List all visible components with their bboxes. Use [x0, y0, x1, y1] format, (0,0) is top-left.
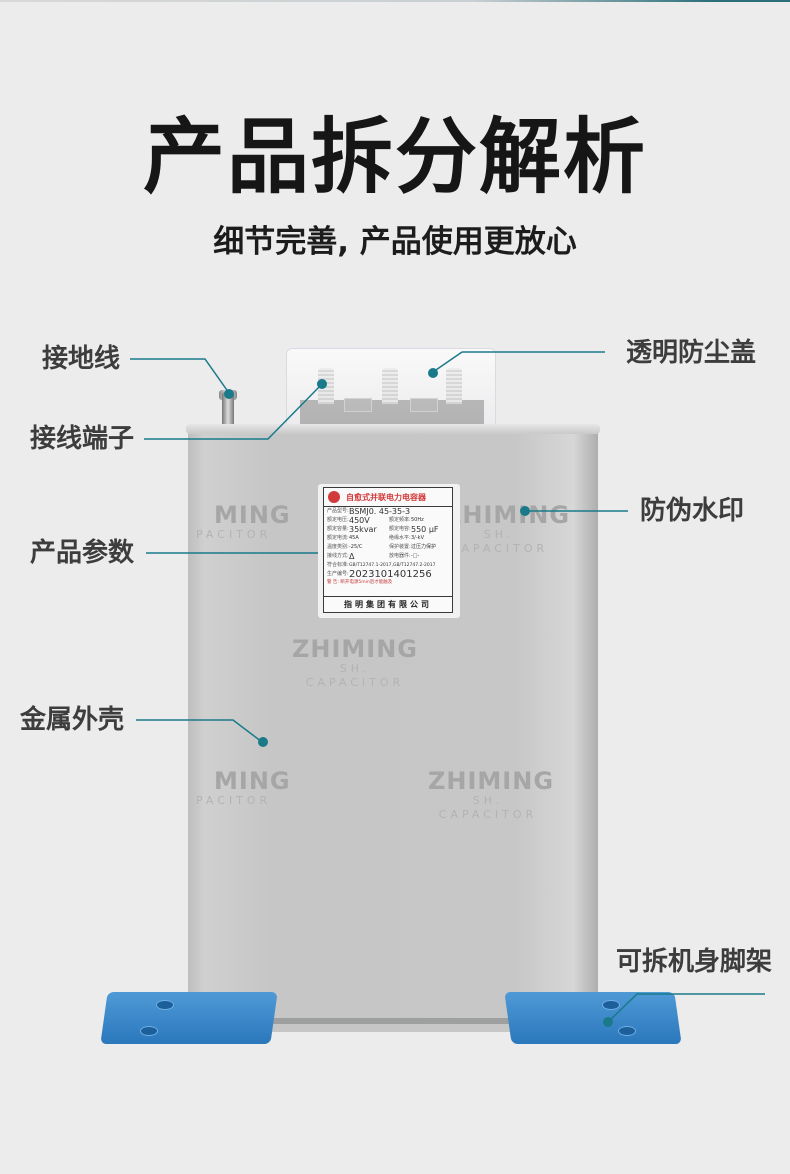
nameplate-key: 额定电压:: [327, 517, 349, 523]
watermark: ZHIMING SH. CAPACITOR: [428, 767, 555, 822]
watermark-brand: MING: [214, 501, 291, 529]
nameplate-key: 符合标准:: [327, 562, 349, 568]
watermark-tagline: PACITOR: [196, 528, 272, 541]
nameplate-row: 产品型号:BSMJ0. 45-35-3: [324, 507, 452, 516]
nameplate-value: 3/-kV: [411, 535, 424, 541]
watermark-brand: ZHIMING: [428, 767, 555, 795]
watermark-tagline: SH. CAPACITOR: [449, 528, 549, 555]
nameplate-value: 450V: [349, 516, 370, 525]
nameplate-key: 放电器件:: [389, 553, 411, 559]
nameplate-key: 保护装置:: [389, 544, 411, 550]
nameplate-standard: 符合标准:GB/T12747.1-2017,GB/T12747.2-2017: [324, 561, 452, 570]
nameplate-value: 过压力保护: [411, 544, 437, 550]
nameplate-serial: 生产编号:2023101401256: [324, 569, 452, 580]
nameplate-key: 额定频率:: [389, 517, 411, 523]
nameplate-key: 生产编号:: [327, 571, 349, 577]
nameplate-value: -25/C: [349, 544, 363, 550]
watermark-tagline: SH. CAPACITOR: [305, 662, 405, 689]
watermark-brand: ZHIMING: [444, 501, 571, 529]
label-watermark: 防伪水印: [640, 496, 745, 526]
label-terminal: 接线端子: [30, 424, 135, 454]
nameplate-value: 50Hz: [411, 517, 424, 523]
left-foot-stand: [100, 992, 278, 1044]
shell-rim: [186, 424, 600, 434]
mount-hole: [602, 1000, 620, 1010]
nameplate-row: 额定电流:45A 绝缘水平:3/-kV: [324, 534, 452, 543]
nameplate-value: 35kvar: [349, 525, 377, 534]
dust-cover: [286, 348, 496, 426]
nameplate-key: 额定电容:: [389, 526, 411, 532]
mount-hole: [618, 1026, 636, 1036]
nameplate-key: 绝缘水平:: [389, 535, 411, 541]
label-metal-shell: 金属外壳: [20, 705, 125, 735]
watermark-tagline: PACITOR: [196, 794, 272, 807]
nameplate-warning: 警 告: 断开电源5min后才能触及: [327, 580, 393, 585]
nameplate-row: 额定容量:35kvar 额定电容:550 μF: [324, 525, 452, 534]
top-border: [0, 0, 790, 2]
watermark: MING PACITOR: [196, 501, 291, 542]
nameplate-serial-value: 2023101401256: [349, 569, 432, 580]
label-stand: 可拆机身脚架: [616, 947, 773, 977]
page-subtitle: 细节完善, 产品使用更放心: [213, 224, 577, 260]
mount-hole: [140, 1026, 158, 1036]
nameplate-value: -□-: [411, 553, 420, 559]
nameplate-key: 产品型号:: [327, 508, 349, 514]
watermark: ZHIMING SH. CAPACITOR: [444, 501, 571, 556]
page-title: 产品拆分解析: [142, 110, 647, 205]
watermark: ZHIMING SH. CAPACITOR: [290, 636, 420, 690]
watermark-brand: MING: [214, 767, 291, 795]
nameplate-row: 额定电压:450V 额定频率:50Hz: [324, 516, 452, 525]
watermark-tagline: SH. CAPACITOR: [438, 794, 538, 821]
nameplate-value: GB/T12747.1-2017,GB/T12747.2-2017: [349, 563, 436, 568]
ground-bolt: [222, 392, 234, 426]
watermark: MING PACITOR: [196, 767, 291, 808]
nameplate-row: 接线方式:Δ 放电器件:-□-: [324, 552, 452, 561]
callout-line-ground: [130, 358, 230, 394]
label-dust-cover: 透明防尘盖: [626, 338, 757, 368]
nameplate: 自愈式并联电力电容器 产品型号:BSMJ0. 45-35-3 额定电压:450V…: [318, 484, 460, 618]
watermark-brand: ZHIMING: [291, 635, 418, 663]
nameplate-value: Δ: [349, 552, 355, 561]
label-parameters: 产品参数: [30, 538, 135, 568]
nameplate-maker: 指明集团有限公司: [324, 596, 452, 612]
nameplate-value: BSMJ0. 45-35-3: [349, 507, 411, 516]
nameplate-value: 550 μF: [411, 525, 439, 534]
right-foot-stand: [504, 992, 682, 1044]
nameplate-key: 接线方式:: [327, 553, 349, 559]
mount-hole: [156, 1000, 174, 1010]
nameplate-value: 45A: [349, 535, 359, 541]
brand-logo-icon: [328, 491, 340, 503]
nameplate-key: 额定电流:: [327, 535, 349, 541]
label-ground-wire: 接地线: [42, 344, 121, 374]
nameplate-key: 额定容量:: [327, 526, 349, 532]
nameplate-row: 温度类别:-25/C 保护装置:过压力保护: [324, 543, 452, 552]
nameplate-key: 温度类别:: [327, 544, 349, 550]
nameplate-title: 自愈式并联电力电容器: [346, 492, 426, 502]
shell-bottom: [210, 1018, 570, 1024]
